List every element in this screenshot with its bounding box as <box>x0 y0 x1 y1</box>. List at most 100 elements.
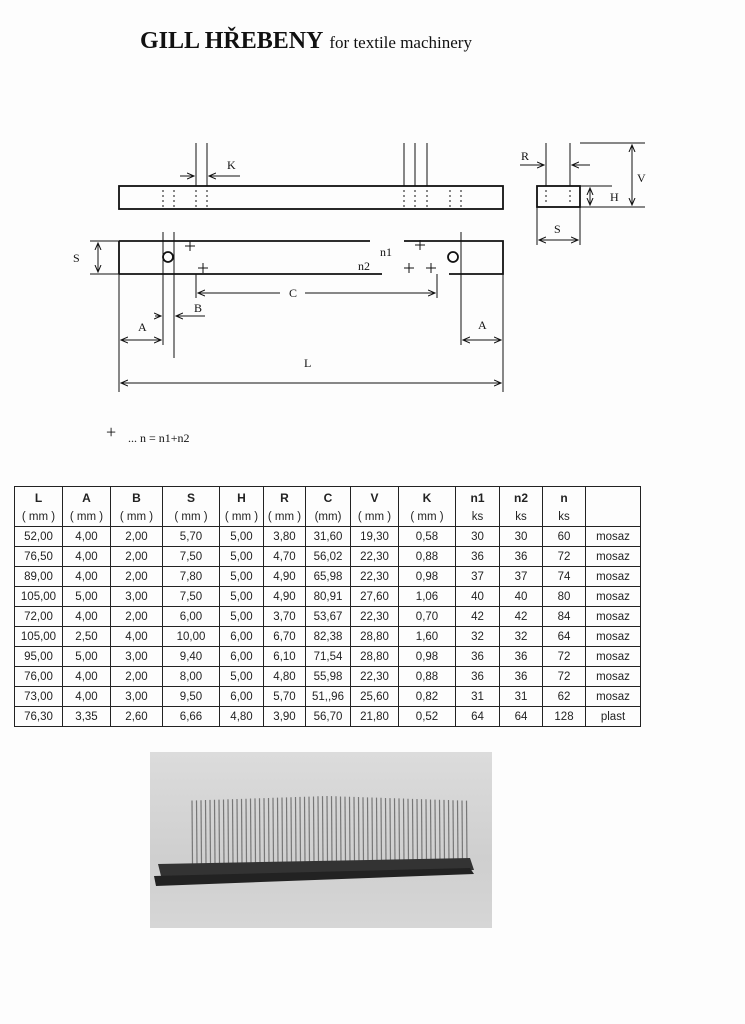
table-cell: 36 <box>455 666 500 687</box>
table-cell: 32 <box>455 626 500 647</box>
table-cell: 32 <box>499 626 543 647</box>
table-cell: 0,88 <box>398 666 456 687</box>
table-cell: mosaz <box>585 626 641 647</box>
table-cell: 3,00 <box>110 686 163 707</box>
table-cell: 65,98 <box>305 566 351 587</box>
comb-pin <box>213 799 216 865</box>
table-cell: 4,00 <box>110 626 163 647</box>
table-cell: 0,52 <box>398 706 456 727</box>
table-cell: 0,88 <box>398 546 456 567</box>
table-cell: 2,00 <box>110 566 163 587</box>
table-cell: 52,00 <box>14 526 63 547</box>
column-header: C <box>305 486 351 508</box>
table-cell: 6,00 <box>219 626 264 647</box>
table-cell: 62 <box>542 686 586 707</box>
comb-pin <box>272 797 275 865</box>
table-cell: 71,54 <box>305 646 351 667</box>
mounting-hole-left <box>162 251 174 263</box>
comb-pin <box>393 798 396 865</box>
table-cell: 76,50 <box>14 546 63 567</box>
table-cell: 4,00 <box>62 566 111 587</box>
comb-cross-section <box>536 185 581 208</box>
table-cell: 53,67 <box>305 606 351 627</box>
table-cell: 37 <box>455 566 500 587</box>
table-cell: mosaz <box>585 646 641 667</box>
table-cell: 5,00 <box>62 646 111 667</box>
column-header: H <box>219 486 264 508</box>
table-cell: 76,30 <box>14 706 63 727</box>
table-cell: 64 <box>499 706 543 727</box>
mounting-hole-right <box>447 251 459 263</box>
table-cell: 9,40 <box>162 646 220 667</box>
comb-pin <box>416 798 419 865</box>
column-unit: ( mm ) <box>263 508 306 527</box>
comb-pin <box>456 800 459 865</box>
comb-pin <box>357 797 360 865</box>
table-cell: 0,82 <box>398 686 456 707</box>
table-cell: 5,00 <box>219 666 264 687</box>
column-header: V <box>350 486 399 508</box>
column-unit: ( mm ) <box>110 508 163 527</box>
comb-pin <box>326 795 329 865</box>
table-cell: 76,00 <box>14 666 63 687</box>
comb-pin <box>249 798 252 865</box>
comb-pin <box>425 799 428 865</box>
table-cell: 4,00 <box>62 526 111 547</box>
legend-text: ... n = n1+n2 <box>128 431 190 445</box>
column-header <box>585 486 641 508</box>
table-cell: 28,80 <box>350 626 399 647</box>
table-cell: 31 <box>455 686 500 707</box>
label-K: K <box>227 158 236 172</box>
table-cell: 4,00 <box>62 686 111 707</box>
table-cell: 36 <box>499 546 543 567</box>
comb-pin <box>258 798 261 865</box>
table-cell: 4,00 <box>62 546 111 567</box>
table-cell: 4,90 <box>263 586 306 607</box>
comb-pin <box>227 799 230 865</box>
column-unit: ks <box>455 508 500 527</box>
comb-pin <box>335 796 338 865</box>
table-cell: mosaz <box>585 526 641 547</box>
table-cell: 27,60 <box>350 586 399 607</box>
table-cell: 1,06 <box>398 586 456 607</box>
comb-pin <box>263 798 266 865</box>
table-cell: 6,00 <box>162 606 220 627</box>
column-unit <box>585 508 641 527</box>
comb-pin <box>380 797 383 865</box>
table-cell: 30 <box>499 526 543 547</box>
table-cell: 6,10 <box>263 646 306 667</box>
table-cell: 3,35 <box>62 706 111 727</box>
column-unit: ( mm ) <box>62 508 111 527</box>
table-cell: 6,66 <box>162 706 220 727</box>
table-cell: 5,70 <box>263 686 306 707</box>
comb-pin <box>389 798 392 865</box>
table-cell: 5,00 <box>219 606 264 627</box>
table-cell: 95,00 <box>14 646 63 667</box>
table-cell: 56,70 <box>305 706 351 727</box>
comb-pin <box>303 796 306 865</box>
comb-pin <box>218 799 221 865</box>
column-header: n <box>542 486 586 508</box>
table-cell: 105,00 <box>14 586 63 607</box>
comb-pin <box>398 798 401 865</box>
table-cell: 25,60 <box>350 686 399 707</box>
table-cell: 72,00 <box>14 606 63 627</box>
comb-pin <box>204 800 207 865</box>
label-B: B <box>194 301 202 315</box>
table-cell: 0,98 <box>398 566 456 587</box>
table-cell: 64 <box>455 706 500 727</box>
table-cell: 84 <box>542 606 586 627</box>
table-cell: 55,98 <box>305 666 351 687</box>
table-cell: 21,80 <box>350 706 399 727</box>
comb-pin <box>407 798 410 865</box>
table-cell: 6,00 <box>219 686 264 707</box>
table-cell: mosaz <box>585 586 641 607</box>
comb-pin <box>321 796 324 865</box>
table-cell: 36 <box>455 646 500 667</box>
comb-pin <box>447 800 450 865</box>
